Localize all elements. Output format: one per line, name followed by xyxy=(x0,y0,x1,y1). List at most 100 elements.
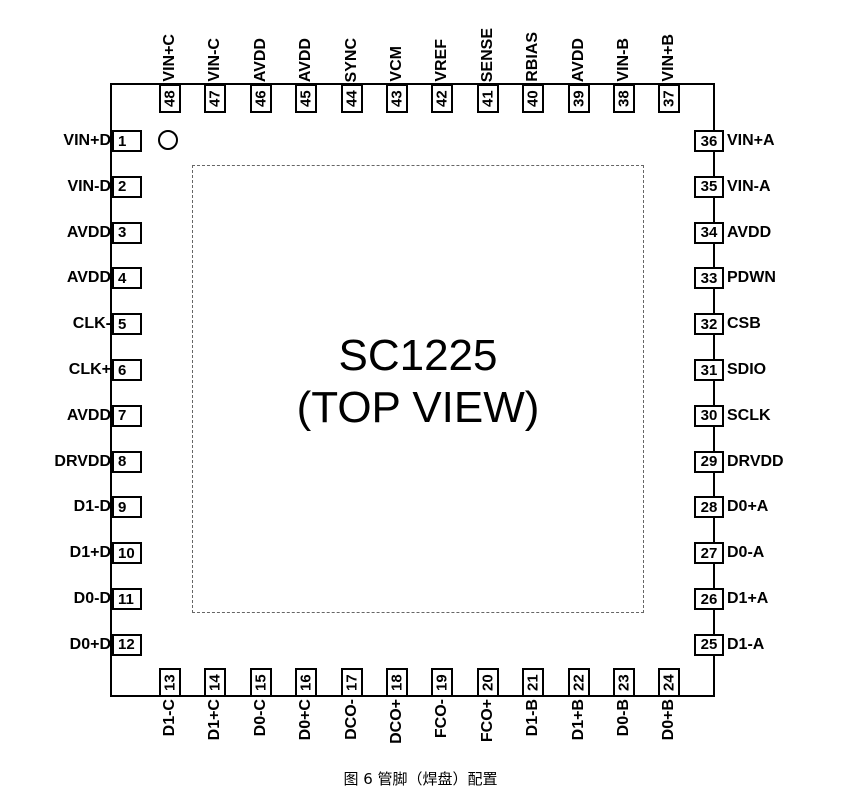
pin-number-box: 15 xyxy=(249,668,272,697)
pin-number-box: 26 xyxy=(694,588,724,610)
pin-number-box: 43 xyxy=(386,84,408,113)
pin-number-box: 36 xyxy=(694,130,724,152)
pin-label: CLK- xyxy=(72,315,111,333)
pin-label: VIN+C xyxy=(161,34,178,82)
pin-number-box: 16 xyxy=(295,668,318,697)
pin-label: AVDD xyxy=(66,223,111,241)
chip-title: SC1225 (TOP VIEW) xyxy=(192,330,644,434)
pin-label: SYNC xyxy=(342,37,360,82)
pin-number-box: 41 xyxy=(476,84,499,113)
pin-number-box: 19 xyxy=(431,668,454,697)
pin-number-box: 18 xyxy=(386,668,408,697)
pin-number-box: 9 xyxy=(112,496,142,519)
pin-label: SCLK xyxy=(727,406,771,424)
pin-number-box: 39 xyxy=(567,84,590,113)
pin-number-box: 21 xyxy=(522,668,545,697)
pin-label: AVDD xyxy=(297,37,315,82)
pin-label: DRVDD xyxy=(54,452,111,470)
pin-number-box: 12 xyxy=(112,633,142,656)
pin-label: FCO+ xyxy=(478,699,496,743)
pin-number-box: 35 xyxy=(694,175,724,198)
pin-number-box: 10 xyxy=(112,542,142,565)
pin-label: SENSE xyxy=(478,27,496,82)
pin-number-box: 20 xyxy=(476,668,499,697)
pin-number-box: 4 xyxy=(112,267,142,290)
pin-label: DRVDD xyxy=(727,452,784,470)
pin-number-box: 32 xyxy=(694,313,724,336)
pin-label: AVDD xyxy=(727,223,772,241)
figure-caption: 图 6 管脚（焊盘）配置 xyxy=(343,770,498,788)
pin-number-box: 23 xyxy=(613,668,635,697)
pin-label: RBIAS xyxy=(524,32,542,82)
pin-label: AVDD xyxy=(66,269,111,287)
pin-label: VCM xyxy=(388,46,405,82)
pin-number-box: 48 xyxy=(159,84,181,113)
pin-label: AVDD xyxy=(66,406,111,424)
pin-label: D0-A xyxy=(727,544,765,562)
pin-label: CLK+ xyxy=(68,361,111,378)
pin-number-box: 45 xyxy=(295,84,318,113)
pin-number-box: 38 xyxy=(613,84,635,113)
pin-label: D1+C xyxy=(206,699,224,741)
pin-number-box: 22 xyxy=(567,668,590,697)
pin-label: D0-D xyxy=(73,590,111,607)
pin-label: D1+B xyxy=(569,699,587,741)
pin-label: SDIO xyxy=(727,361,767,378)
pin-number-box: 46 xyxy=(249,84,272,113)
pin-label: D1+A xyxy=(727,590,769,607)
pin-label: VIN+B xyxy=(660,34,678,82)
chip-name: SC1225 xyxy=(338,331,498,380)
pin-number-box: 2 xyxy=(112,175,142,198)
pin-number-box: 17 xyxy=(340,668,363,697)
pin-label: D1-B xyxy=(524,699,542,737)
pin-number-box: 31 xyxy=(694,359,724,381)
pin-number-box: 27 xyxy=(694,542,724,565)
pin-number-box: 33 xyxy=(694,267,724,290)
pin-label: VIN+D xyxy=(63,132,111,149)
pin-label: D0+D xyxy=(69,635,111,653)
pin-number-box: 8 xyxy=(112,450,142,473)
pin-label: AVDD xyxy=(251,37,269,82)
pin-number-box: 7 xyxy=(112,404,142,427)
chip-view-label: (TOP VIEW) xyxy=(296,383,540,432)
pin-number-box: 25 xyxy=(694,633,724,656)
pin-label: DCO- xyxy=(342,699,360,740)
pin-label: VIN-C xyxy=(206,38,224,82)
pin-label: D1-D xyxy=(73,498,111,516)
pin-number-box: 3 xyxy=(112,221,142,244)
pin-label: D1+D xyxy=(69,544,111,562)
pin-label: D0+A xyxy=(727,498,769,516)
pin1-marker-circle xyxy=(158,130,178,150)
pin-number-box: 42 xyxy=(431,84,454,113)
pin-number-box: 5 xyxy=(112,313,142,336)
chip-package-outline xyxy=(110,83,715,697)
pin-number-box: 11 xyxy=(112,588,142,610)
pin-number-box: 44 xyxy=(340,84,363,113)
pin-number-box: 30 xyxy=(694,404,724,427)
exposed-pad-outline xyxy=(192,165,644,613)
pin-label: AVDD xyxy=(569,37,587,82)
pin-label: VIN-A xyxy=(727,177,771,195)
pin-label: D0-C xyxy=(251,699,269,737)
pin-number-box: 40 xyxy=(522,84,545,113)
pin-label: VIN-D xyxy=(67,177,111,195)
pin-label: VIN-B xyxy=(615,38,632,82)
pin-label: FCO- xyxy=(433,699,451,739)
pin-label: D1-A xyxy=(727,635,765,653)
pin-number-box: 14 xyxy=(204,668,227,697)
pin-label: CSB xyxy=(727,315,761,333)
pin-number-box: 34 xyxy=(694,221,724,244)
pin-number-box: 47 xyxy=(204,84,227,113)
pin-label: VIN+A xyxy=(727,132,775,149)
pin-number-box: 24 xyxy=(658,668,681,697)
pin-number-box: 29 xyxy=(694,450,724,473)
pin-number-box: 6 xyxy=(112,359,142,381)
pin-label: D0+C xyxy=(297,699,315,741)
pin-label: VREF xyxy=(433,39,451,82)
pin-number-box: 13 xyxy=(159,668,181,697)
pin-label: D0+B xyxy=(660,699,678,741)
pin-label: D1-C xyxy=(161,699,178,737)
pin-number-box: 1 xyxy=(112,130,142,152)
pin-number-box: 37 xyxy=(658,84,681,113)
pin-label: D0-B xyxy=(615,699,632,737)
